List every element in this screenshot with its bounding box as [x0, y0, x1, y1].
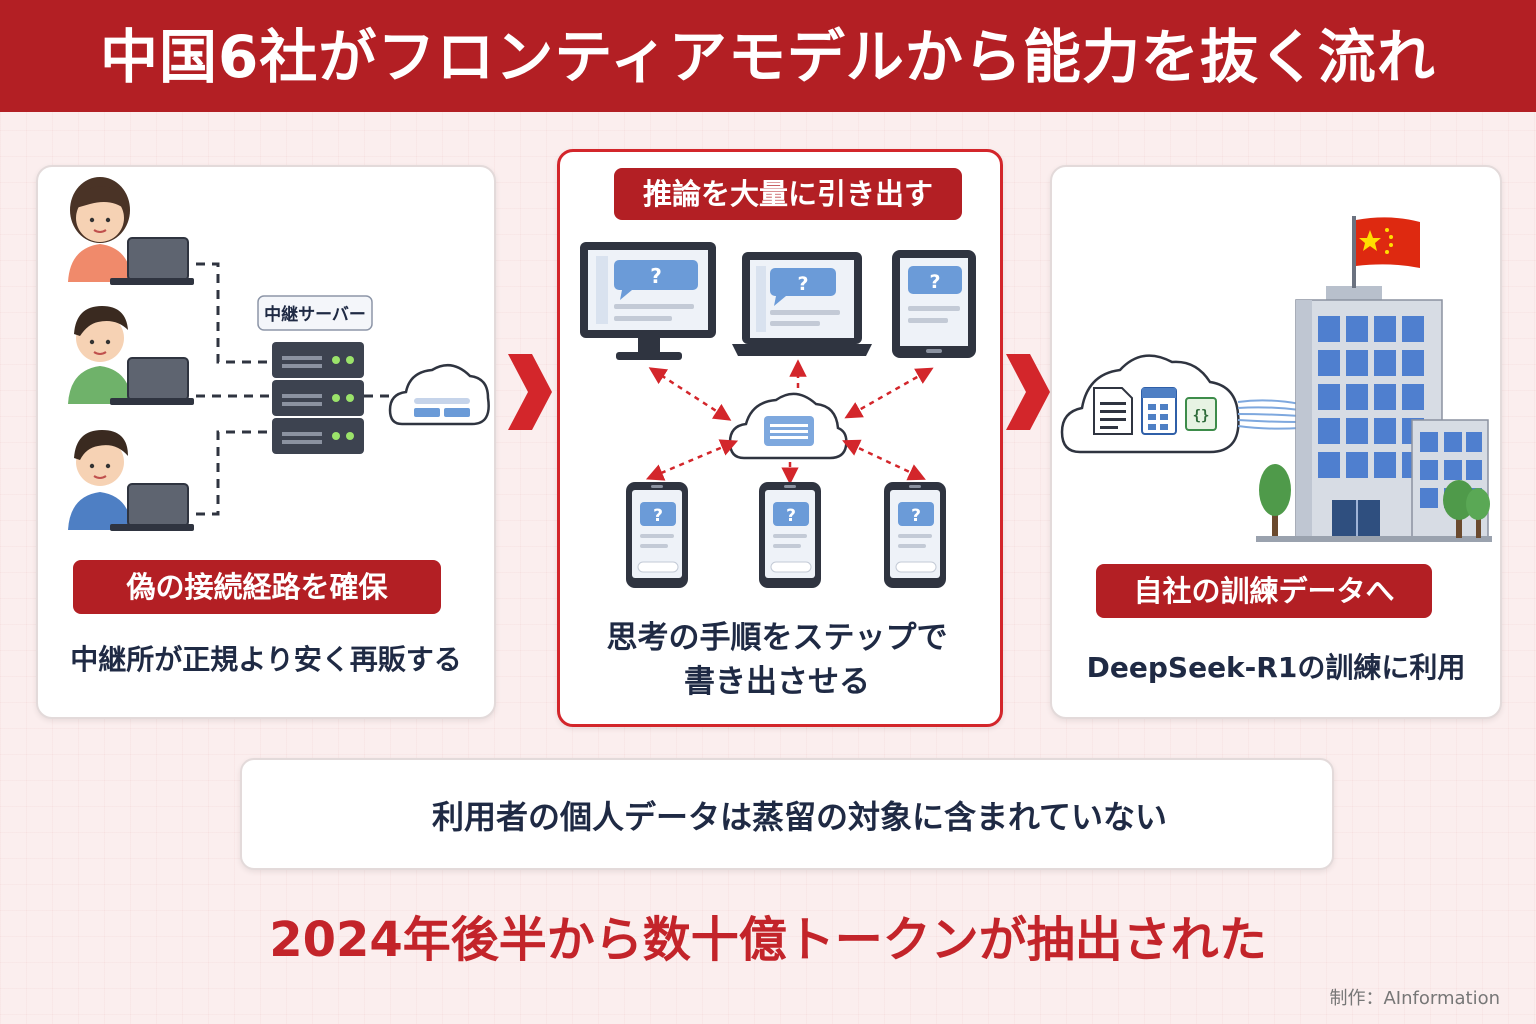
- dotted-arrow: [645, 359, 934, 485]
- panel-relay-label: 偽の接続経路を確保: [73, 560, 441, 614]
- cloud-icon: [388, 363, 490, 426]
- code-glyph: {}: [1193, 408, 1210, 424]
- document-icon: [1093, 387, 1133, 435]
- question-glyph: ?: [786, 506, 796, 526]
- user-woman-icon: [68, 177, 132, 282]
- server-label: 中継サーバー: [264, 304, 366, 325]
- question-glyph: ?: [650, 264, 662, 288]
- header-bar: [0, 0, 1536, 112]
- user-man-icon: [68, 306, 132, 404]
- panel-training-label: 自社の訓練データへ: [1096, 564, 1432, 618]
- dashed-connector: [196, 262, 394, 516]
- chevron-right-icon: [1006, 354, 1050, 430]
- tree-icon: [1466, 488, 1490, 538]
- panel-inference-label: 推論を大量に引き出す: [614, 168, 962, 220]
- monitor-icon: ?: [580, 242, 716, 360]
- spreadsheet-icon: [1141, 387, 1177, 435]
- panel-relay-caption: 中継所が正規より安く再販する: [70, 643, 462, 676]
- note-box: [240, 758, 1334, 870]
- data-stream-lines: [1237, 399, 1301, 430]
- office-building-icon: [1256, 286, 1492, 542]
- code-file-icon: {}: [1185, 397, 1217, 431]
- panel-inference-caption-line2: 書き出させる: [684, 664, 870, 700]
- laptop-icon: [110, 237, 194, 285]
- bottom-statement: 2024年後半から数十億トークンが抽出された: [269, 912, 1267, 968]
- user-boy-icon: [68, 430, 132, 530]
- cloud-icon: [728, 392, 848, 460]
- note-text: 利用者の個人データは蒸留の対象に含まれていない: [432, 798, 1168, 836]
- chevron-right-icon: [508, 354, 552, 430]
- smartphone-icon: ?: [884, 482, 946, 588]
- page-title: 中国6社がフロンティアモデルから能力を抜く流れ: [100, 23, 1436, 91]
- question-glyph: ?: [929, 271, 940, 293]
- note-badge: 対象外: [285, 800, 379, 836]
- panel-inference-caption-line1: 思考の手順をステップで: [606, 620, 948, 656]
- tree-icon: [1259, 464, 1291, 536]
- question-glyph: ?: [653, 506, 663, 526]
- laptop-screen-icon: ?: [732, 252, 872, 356]
- question-glyph: ?: [911, 506, 921, 526]
- laptop-icon: [110, 357, 194, 405]
- credit-text: 制作：AInformation: [1329, 988, 1500, 1009]
- panel-training-caption: DeepSeek-R1の訓練に利用: [1086, 651, 1466, 684]
- laptop-icon: [110, 483, 194, 531]
- smartphone-icon: ?: [759, 482, 821, 588]
- question-glyph: ?: [797, 273, 808, 295]
- tablet-icon: ?: [892, 250, 976, 358]
- china-flag-icon: [1352, 216, 1420, 288]
- server-rack-icon: [272, 342, 364, 454]
- server-label-box: [257, 295, 373, 331]
- smartphone-icon: ?: [626, 482, 688, 588]
